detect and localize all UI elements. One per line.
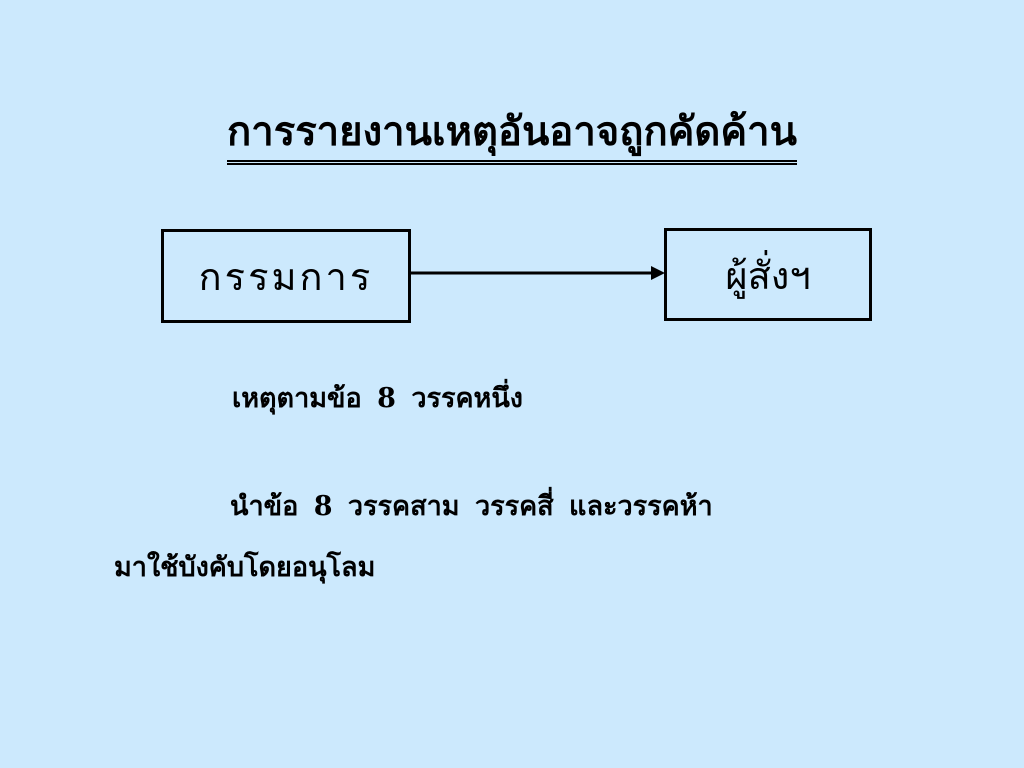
slide-title: การรายงานเหตุอันอาจถูกคัดค้าน: [0, 108, 1024, 165]
source-box-label: กรรมการ: [198, 254, 374, 299]
body-line-2: นำข้อ 8 วรรคสาม วรรคสี่ และวรรคห้า: [230, 491, 713, 522]
slide-title-text: การรายงานเหตุอันอาจถูกคัดค้าน: [227, 108, 797, 165]
arrowhead: [651, 266, 665, 280]
target-box: ผู้สั่งฯ: [664, 228, 872, 321]
target-box-label: ผู้สั่งฯ: [725, 254, 811, 298]
body-line-3: มาใช้บังคับโดยอนุโลม: [114, 552, 376, 583]
body-line-1: เหตุตามข้อ 8 วรรคหนึ่ง: [232, 383, 523, 414]
source-box: กรรมการ: [161, 229, 411, 323]
arrow-connector: [411, 266, 665, 280]
